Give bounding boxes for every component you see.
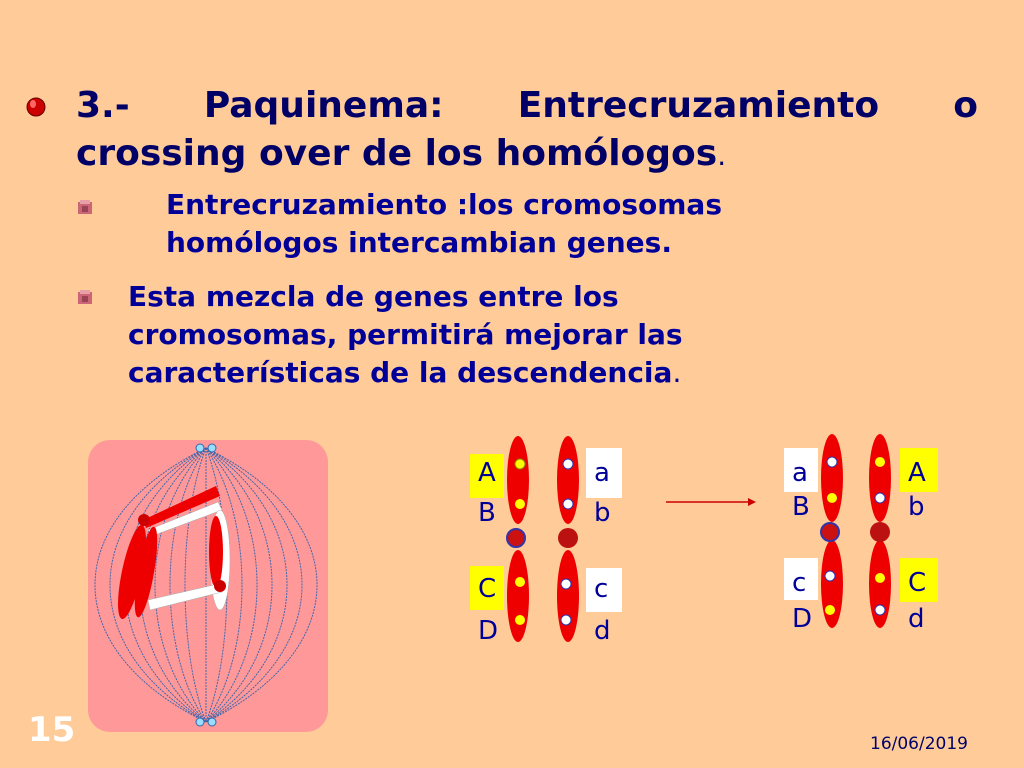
red-bullet-icon: [26, 97, 46, 117]
allele-label: A: [478, 458, 496, 488]
arrow-head: [748, 498, 756, 506]
title-word: Entrecruzamiento: [517, 85, 880, 126]
allele-label: D: [478, 616, 499, 646]
before-pair: [506, 436, 579, 642]
allele-label: B: [478, 498, 496, 528]
slide-date: 16/06/2019: [870, 734, 968, 754]
chromosome-drawing: [506, 434, 891, 642]
allele-label: c: [792, 568, 807, 598]
title-word: Paquinema:: [203, 85, 444, 126]
highlight-box: [470, 566, 504, 610]
sub-bullet-2-line-3: características de la descendencia.: [128, 354, 848, 392]
after-pair: [820, 434, 891, 628]
highlight-box: [900, 448, 938, 492]
allele-label: a: [792, 458, 808, 488]
white-box: [784, 558, 818, 600]
sub-bullet-icon: [78, 290, 92, 304]
sub-bullet-1: Entrecruzamiento :los cromosomas homólog…: [166, 186, 866, 262]
highlight-box: [470, 454, 504, 498]
allele-label: d: [908, 604, 925, 634]
white-box: [784, 448, 818, 492]
title-line-2: crossing over de los homólogos.: [76, 130, 978, 180]
spindle-illustration: [88, 440, 328, 732]
sub-bullet-2-end: .: [672, 356, 682, 389]
sub-bullet-1-line: Entrecruzamiento :los cromosomas: [166, 188, 722, 221]
title-word: o: [953, 85, 978, 126]
white-box: [586, 448, 622, 498]
white-box: [586, 568, 622, 612]
allele-label: c: [594, 574, 609, 604]
title-line-2-text: crossing over de los homólogos: [76, 133, 718, 174]
highlight-box: [900, 558, 938, 602]
allele-label: b: [594, 498, 611, 528]
allele-label: C: [478, 574, 497, 604]
sub-bullet-2-line: características de la descendencia: [128, 356, 673, 389]
allele-label: C: [908, 568, 927, 598]
allele-label: a: [594, 458, 610, 488]
slide-title: 3.- Paquinema: Entrecruzamiento o crossi…: [76, 82, 978, 180]
sub-bullet-2: Esta mezcla de genes entre los cromosoma…: [128, 278, 848, 392]
allele-label: D: [792, 604, 813, 634]
allele-label: A: [908, 458, 926, 488]
allele-label: B: [792, 492, 810, 522]
title-line-2-end: .: [717, 139, 727, 172]
crossing-over-diagram: A B C D a b c d a B c D A b C d: [440, 420, 1000, 660]
sub-bullet-1-line: homólogos intercambian genes.: [166, 226, 672, 259]
title-word: 3.-: [76, 85, 130, 126]
slide-number: 15: [28, 710, 76, 750]
title-line-1: 3.- Paquinema: Entrecruzamiento o: [76, 82, 978, 130]
allele-label: d: [594, 616, 611, 646]
allele-label: b: [908, 492, 925, 522]
sub-bullet-2-line: Esta mezcla de genes entre los: [128, 280, 619, 313]
sub-bullet-icon: [78, 200, 92, 214]
sub-bullet-2-line: cromosomas, permitirá mejorar las: [128, 318, 683, 351]
